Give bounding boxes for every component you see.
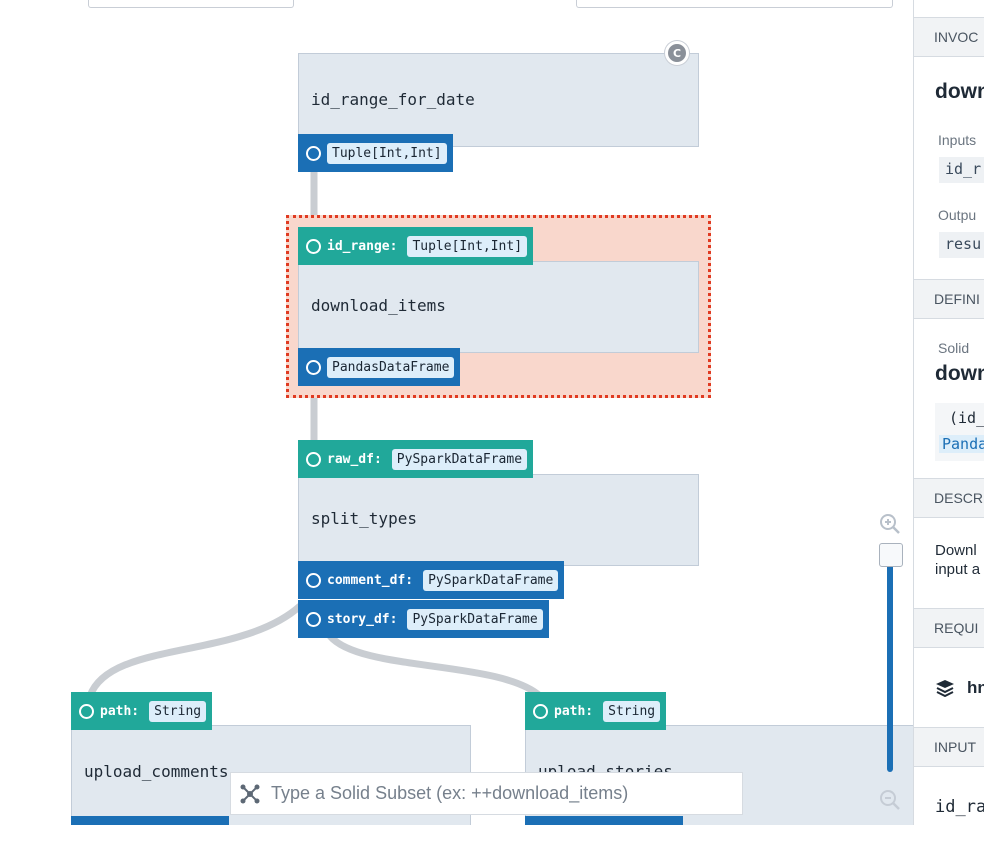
output-port-story-df[interactable]: story_df: PySparkDataFrame [298, 600, 549, 638]
solid-name-download-items: download_items [311, 296, 446, 315]
port-type: Tuple[Int,Int] [407, 235, 528, 257]
port-type: String [149, 700, 207, 722]
description-line-1: Downl [935, 542, 977, 559]
invocation-title: down [935, 80, 984, 103]
inputs-section-header[interactable]: INPUT [914, 727, 984, 767]
input-port-path-comments[interactable]: path: String [71, 692, 213, 730]
required-resources-header[interactable]: REQUI [914, 608, 984, 648]
bottom-margin [0, 825, 984, 858]
port-circle-icon [306, 145, 321, 161]
port-type: PySparkDataFrame [407, 608, 543, 630]
invocation-section-header[interactable]: INVOC [914, 17, 984, 57]
graph-icon [240, 784, 260, 803]
port-name: id_range: [327, 238, 398, 254]
port-type: Tuple[Int,Int] [327, 142, 447, 164]
zoom-slider-track[interactable] [887, 558, 893, 772]
port-name: comment_df: [327, 572, 414, 588]
inputs-label: Inputs [938, 132, 977, 148]
output-port-upload-stories[interactable] [525, 816, 683, 825]
zoom-in-icon[interactable] [878, 512, 902, 536]
input-port-path-stories[interactable]: path: String [525, 692, 667, 730]
input-port-raw-df[interactable]: raw_df: PySparkDataFrame [298, 440, 534, 478]
port-circle-icon [306, 611, 321, 627]
zoom-slider-handle[interactable] [879, 543, 903, 567]
search-box[interactable] [576, 0, 893, 8]
description-section-header[interactable]: DESCR [914, 478, 984, 518]
description-line-2: input a [935, 561, 981, 578]
port-name: path: [100, 703, 140, 719]
solid-signature: (id_ Panda [935, 403, 984, 461]
solid-name-upload-comments: upload_comments [84, 762, 229, 781]
resource-item: hn [935, 678, 984, 698]
output-port-upload-comments[interactable] [71, 816, 229, 825]
layers-icon [936, 680, 954, 697]
composite-badge-icon: C [665, 41, 689, 65]
zoom-out-icon[interactable] [878, 788, 902, 812]
solid-definition-title: down [935, 362, 984, 385]
port-type: PySparkDataFrame [423, 569, 559, 591]
output-port-id-range-for-date[interactable]: Tuple[Int,Int] [298, 134, 453, 172]
port-name: raw_df: [327, 451, 382, 467]
port-circle-icon [306, 451, 321, 467]
solid-name-id-range-for-date: id_range_for_date [311, 90, 475, 109]
pipeline-selector[interactable] [88, 0, 294, 8]
port-circle-icon [79, 703, 94, 719]
resource-name: hn [967, 678, 984, 697]
output-port-comment-df[interactable]: comment_df: PySparkDataFrame [298, 561, 565, 599]
signature-return-type[interactable]: Panda [939, 435, 984, 453]
definition-section-header[interactable]: DEFINI [914, 279, 984, 319]
solid-download-items[interactable] [298, 261, 699, 353]
port-type: PandasDataFrame [327, 356, 455, 378]
outputs-label: Outpu [938, 207, 977, 223]
port-circle-icon [306, 359, 321, 375]
signature-args: (id_ [949, 409, 984, 427]
dag-canvas[interactable]: id_range_for_date C Tuple[Int,Int] downl… [0, 0, 913, 825]
port-circle-icon [533, 703, 548, 719]
port-type: PySparkDataFrame [391, 448, 528, 470]
solid-details-sidebar: INVOC down Inputs id_r Outpu resu DEFINI… [913, 0, 984, 825]
solid-label: Solid [938, 340, 970, 356]
outputs-chip[interactable]: resu [939, 232, 984, 258]
solid-name-split-types: split_types [311, 509, 417, 528]
port-circle-icon [306, 238, 321, 254]
dependency-edges [86, 170, 543, 699]
port-circle-icon [306, 572, 321, 588]
port-name: story_df: [327, 611, 398, 627]
input-port-id-range[interactable]: id_range: Tuple[Int,Int] [298, 227, 534, 265]
input-definition-name: id_ra [935, 797, 984, 817]
solid-subset-input[interactable] [271, 783, 731, 804]
solid-subset-bar [230, 772, 743, 815]
port-type: String [603, 700, 661, 722]
output-port-download-items[interactable]: PandasDataFrame [298, 348, 461, 386]
solid-id-range-for-date[interactable] [298, 53, 699, 147]
inputs-chip[interactable]: id_r [939, 157, 984, 183]
port-name: path: [554, 703, 594, 719]
